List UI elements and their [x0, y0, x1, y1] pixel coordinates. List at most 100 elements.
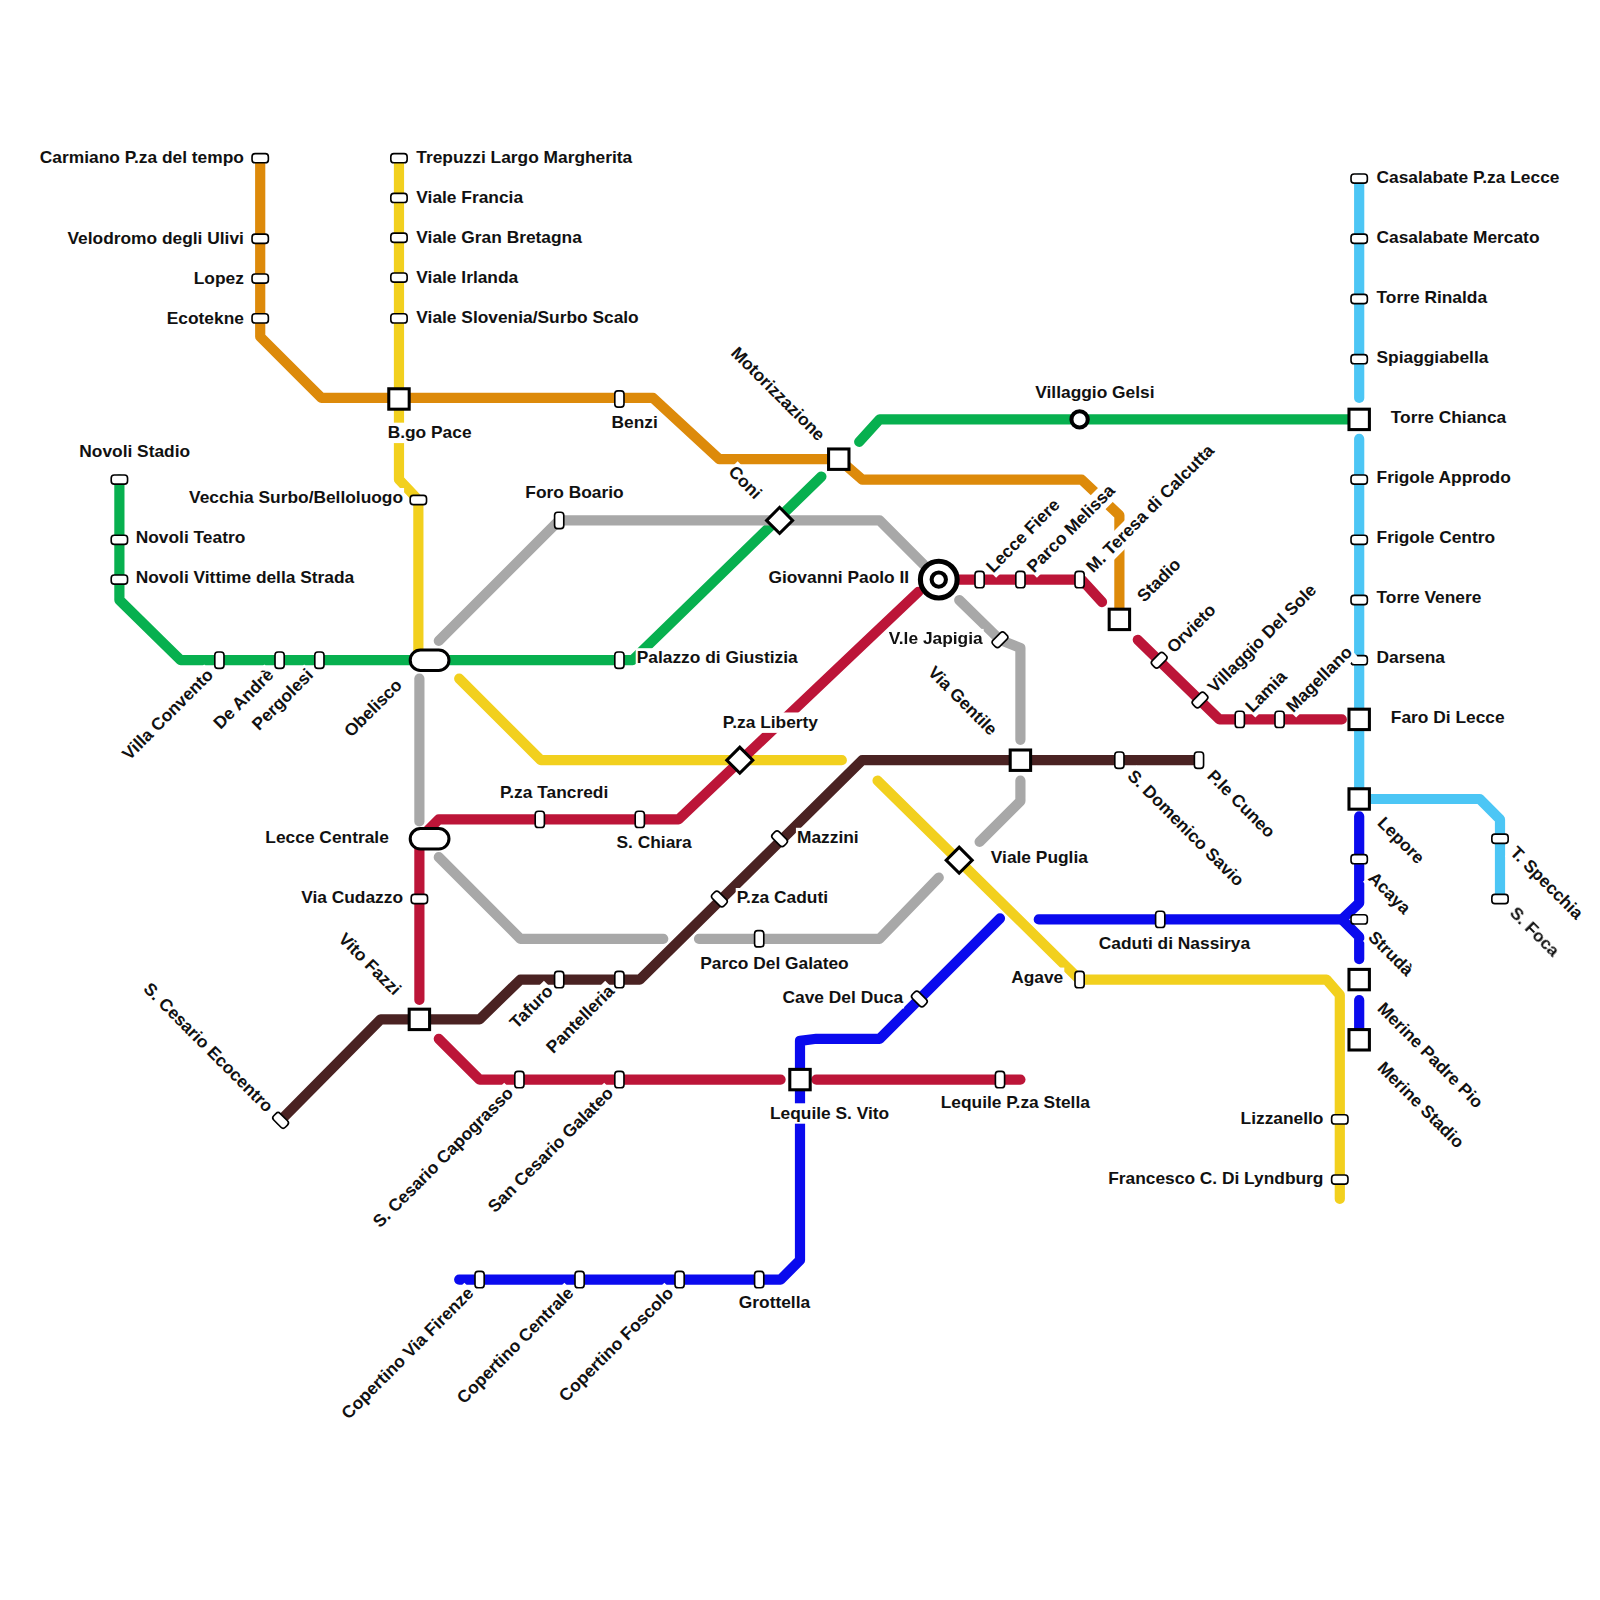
- station-tick: [252, 234, 268, 243]
- station-tick: [710, 890, 728, 908]
- station-label: Lecce Centrale: [264, 828, 389, 848]
- station-tick: [555, 512, 564, 528]
- station-tick: [535, 811, 544, 827]
- station-tick: [1492, 894, 1508, 903]
- station-label: Viale Francia: [415, 188, 524, 208]
- station-label: Acaya: [1363, 867, 1415, 919]
- station-label: Viale Puglia: [990, 848, 1089, 868]
- station-label: Viale Irlanda: [415, 268, 519, 288]
- station-tick: [215, 652, 224, 668]
- station-tick: [411, 894, 427, 903]
- blue-line: [1342, 919, 1359, 959]
- station-label: Benzi: [611, 412, 659, 432]
- station-label: P.le Cuneo: [1202, 765, 1279, 842]
- station-label: Novoli Teatro: [135, 528, 247, 548]
- station-tick: [1191, 691, 1209, 709]
- station-label: Mazzini: [796, 828, 860, 848]
- green-line: [859, 419, 1359, 441]
- station-tick: [391, 193, 407, 202]
- station-tick: [272, 1111, 290, 1129]
- grey-line: [439, 520, 924, 640]
- station-tick: [252, 154, 268, 163]
- station-tick: [1351, 234, 1367, 243]
- station-label: P.za Liberty: [722, 712, 819, 732]
- station-tick: [252, 274, 268, 283]
- station-label: Parco Del Galateo: [699, 953, 850, 973]
- station-label: Lequile P.za Stella: [940, 1093, 1091, 1113]
- station-circle: [1071, 411, 1087, 427]
- station-tick: [391, 233, 407, 242]
- station-tick: [1075, 571, 1084, 587]
- station-tick: [515, 1071, 524, 1087]
- station-tick: [1351, 595, 1367, 604]
- station-tick: [615, 391, 624, 407]
- station-label: Trepuzzi Largo Margherita: [415, 148, 633, 168]
- station-tick: [475, 1271, 484, 1287]
- station-tick: [1194, 752, 1203, 768]
- station-label: Grottella: [738, 1293, 811, 1313]
- station-label: Motorizzazione: [726, 342, 829, 445]
- station-label: Lizzanello: [1240, 1108, 1325, 1128]
- station-tick: [615, 1071, 624, 1087]
- map-group: [119, 158, 1500, 1279]
- station-tick: [1016, 571, 1025, 587]
- station-label: Torre Chianca: [1390, 407, 1507, 427]
- station-label: Carmiano P.za del tempo: [39, 148, 245, 168]
- interchange-square: [1109, 609, 1129, 629]
- station-label: Foro Boario: [524, 483, 624, 503]
- station-label: Casalabate Mercato: [1376, 228, 1541, 248]
- station-tick: [635, 811, 644, 827]
- station-tick: [615, 652, 624, 668]
- station-tick: [1115, 752, 1124, 768]
- station-tick: [252, 314, 268, 323]
- green-line: [119, 477, 821, 661]
- station-label: Frigole Approdo: [1376, 468, 1512, 488]
- station-label: Stadio: [1133, 554, 1186, 607]
- station-label: S. Foca: [1505, 902, 1564, 961]
- station-label: Cave Del Duca: [782, 988, 905, 1008]
- interchange-diamond: [767, 507, 793, 533]
- interchange-pill: [410, 829, 449, 849]
- station-tick: [1150, 651, 1168, 669]
- interchange-square: [1349, 969, 1369, 989]
- station-label: Orvieto: [1162, 600, 1221, 659]
- station-tick: [1351, 294, 1367, 303]
- yellow-line: [459, 679, 842, 761]
- station-tick: [755, 1271, 764, 1287]
- station-tick: [1351, 174, 1367, 183]
- interchange-diamond: [946, 847, 972, 873]
- station-label: Ecotekne: [166, 308, 245, 328]
- station-tick: [555, 971, 564, 987]
- station-tick: [275, 652, 284, 668]
- station-label: Merine Padre Pio: [1373, 998, 1488, 1113]
- interchange-square: [389, 389, 409, 409]
- station-label: Villa Convento: [118, 664, 219, 765]
- map-group: [389, 389, 1370, 1090]
- station-tick: [1235, 711, 1244, 727]
- station-tick: [975, 571, 984, 587]
- orange-line: [260, 158, 1119, 619]
- station-label: Palazzo di Giustizia: [636, 648, 799, 668]
- station-label: Torre Venere: [1376, 588, 1483, 608]
- station-label: Villaggio Gelsi: [1034, 383, 1155, 403]
- station-label: Coni: [723, 461, 766, 504]
- station-tick: [910, 990, 928, 1008]
- interchange-square: [409, 1009, 429, 1029]
- station-tick: [1351, 855, 1367, 864]
- interchange-square: [1349, 409, 1369, 429]
- station-label: Lopez: [193, 269, 245, 289]
- station-tick: [675, 1271, 684, 1287]
- station-label: S. Cesario Ecocentro: [139, 978, 278, 1117]
- station-label: Via Cudazzo: [300, 888, 404, 908]
- station-label: Via Gentile: [923, 662, 1002, 741]
- interchange-square: [1349, 1030, 1369, 1050]
- station-label: Vito Fazzi: [333, 928, 405, 1000]
- station-label: Lequile S. Vito: [769, 1103, 890, 1123]
- station-label: Torre Rinalda: [1376, 288, 1489, 308]
- interchange-square: [1010, 750, 1030, 770]
- interchange-square: [1349, 709, 1369, 729]
- station-label: Spiaggiabella: [1376, 348, 1490, 368]
- station-tick: [1351, 535, 1367, 544]
- station-label: Strudà: [1363, 927, 1417, 981]
